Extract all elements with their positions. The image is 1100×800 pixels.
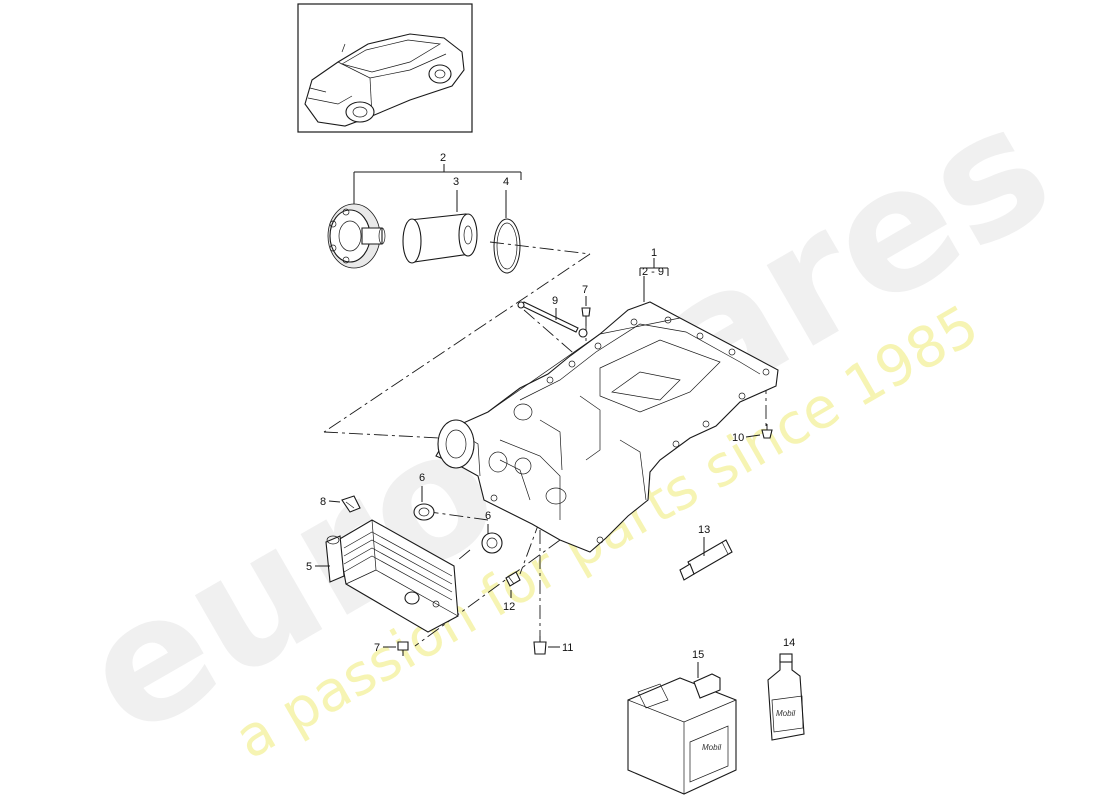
plug-12[interactable] xyxy=(505,571,521,587)
callout-13[interactable]: 13 xyxy=(698,524,710,536)
bolt-11[interactable] xyxy=(533,636,547,655)
oil-filter-element[interactable] xyxy=(402,213,478,264)
canister-label: Mobil xyxy=(702,743,721,752)
callout-9[interactable]: 9 xyxy=(552,295,558,307)
car-thumbnail-icon xyxy=(304,33,465,127)
callout-7-lower[interactable]: 7 xyxy=(374,642,380,654)
callout-5[interactable]: 5 xyxy=(306,561,312,573)
callout-2[interactable]: 2 xyxy=(440,152,446,164)
o-ring[interactable] xyxy=(493,218,521,274)
oil-bottle[interactable]: Mobil xyxy=(767,653,805,741)
bolt-7-top[interactable] xyxy=(581,307,591,326)
callout-10[interactable]: 10 xyxy=(732,432,744,444)
oil-filter-cap[interactable] xyxy=(327,203,386,269)
callout-1[interactable]: 1 xyxy=(651,247,657,259)
callout-6-lower[interactable]: 6 xyxy=(485,510,491,522)
callout-6-upper[interactable]: 6 xyxy=(419,472,425,484)
callout-7-top[interactable]: 7 xyxy=(582,284,588,296)
callout-3[interactable]: 3 xyxy=(453,176,459,188)
callout-14[interactable]: 14 xyxy=(783,637,795,649)
callout-4[interactable]: 4 xyxy=(503,176,509,188)
callout-8[interactable]: 8 xyxy=(320,496,326,508)
bolt-10[interactable] xyxy=(761,424,773,439)
callout-15[interactable]: 15 xyxy=(692,649,704,661)
callout-12[interactable]: 12 xyxy=(503,601,515,613)
bolt-7-lower[interactable] xyxy=(397,641,409,656)
dipstick-tube[interactable] xyxy=(517,301,588,338)
oil-canister[interactable]: Mobil xyxy=(627,673,737,795)
car-thumbnail[interactable] xyxy=(297,3,473,133)
bracket-1 xyxy=(639,258,669,302)
callout-11[interactable]: 11 xyxy=(562,642,573,654)
seal-6-upper[interactable] xyxy=(413,503,435,521)
oil-cooler[interactable] xyxy=(325,519,459,633)
sealant-tube[interactable] xyxy=(679,539,733,581)
bottle-label: Mobil xyxy=(776,709,795,718)
clip-8[interactable] xyxy=(341,495,361,513)
callout-1-range: 2 - 9 xyxy=(642,266,664,278)
seal-6-lower[interactable] xyxy=(481,532,503,554)
oil-pan[interactable] xyxy=(435,301,779,553)
bracket-2 xyxy=(353,164,522,205)
